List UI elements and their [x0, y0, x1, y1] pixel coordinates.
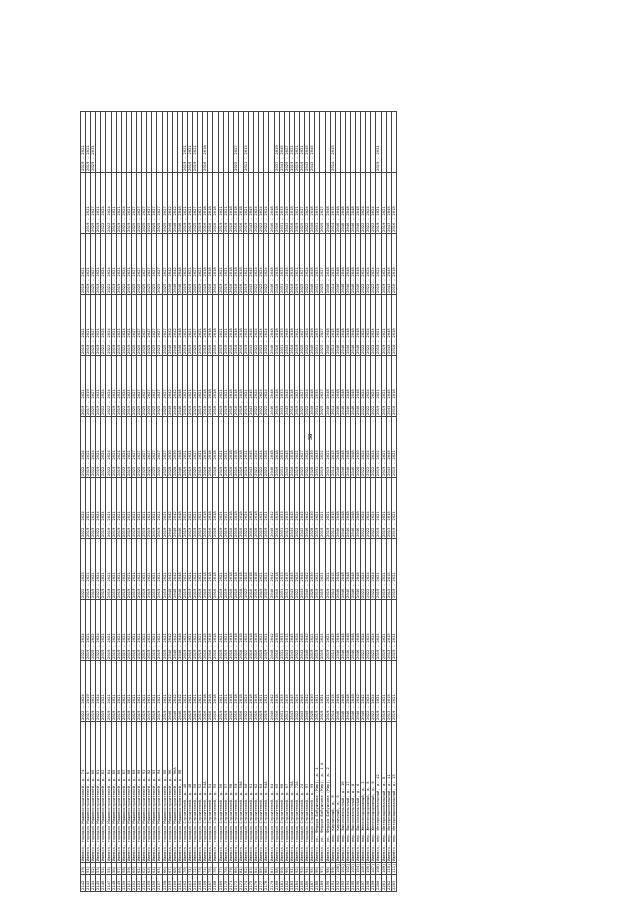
period-cell — [391, 111, 397, 173]
period-cell: 2016 - 2018 — [391, 172, 397, 234]
period-cell: 2019 - 2021 — [391, 599, 397, 661]
period-cell: 2016 - 2018 — [391, 355, 397, 417]
item-index-cell: 100) — [335, 862, 341, 875]
item-index-cell: 110) — [386, 862, 392, 875]
period-cell: 2016 - 2018 — [391, 294, 397, 356]
item-index-cell: 107) — [370, 862, 376, 875]
address-cell: Ижевск, пер. Интернациональный, д. 15 — [391, 721, 397, 863]
row-number-cell: 2203 — [391, 874, 397, 892]
item-index-cell: 103) — [350, 862, 356, 875]
period-cell: 2016 - 2018 — [391, 233, 397, 295]
item-index-cell: 111) — [391, 862, 397, 875]
period-cell: 2019 - 2021 — [391, 538, 397, 600]
item-index-cell: 108) — [375, 862, 382, 875]
period-cell: 2019 - 2021 — [391, 477, 397, 539]
period-cell: 2019 - 2021 — [391, 416, 397, 478]
item-index-cell: 109) — [381, 862, 387, 875]
item-index-cell: 104) — [355, 862, 361, 875]
period-cell: 2019 - 2021 — [391, 660, 397, 722]
item-index-cell: 105) — [360, 862, 366, 875]
item-index-cell: 102) — [345, 862, 351, 875]
item-index-cell: 101) — [340, 862, 346, 875]
item-index-cell: 106) — [365, 862, 371, 875]
